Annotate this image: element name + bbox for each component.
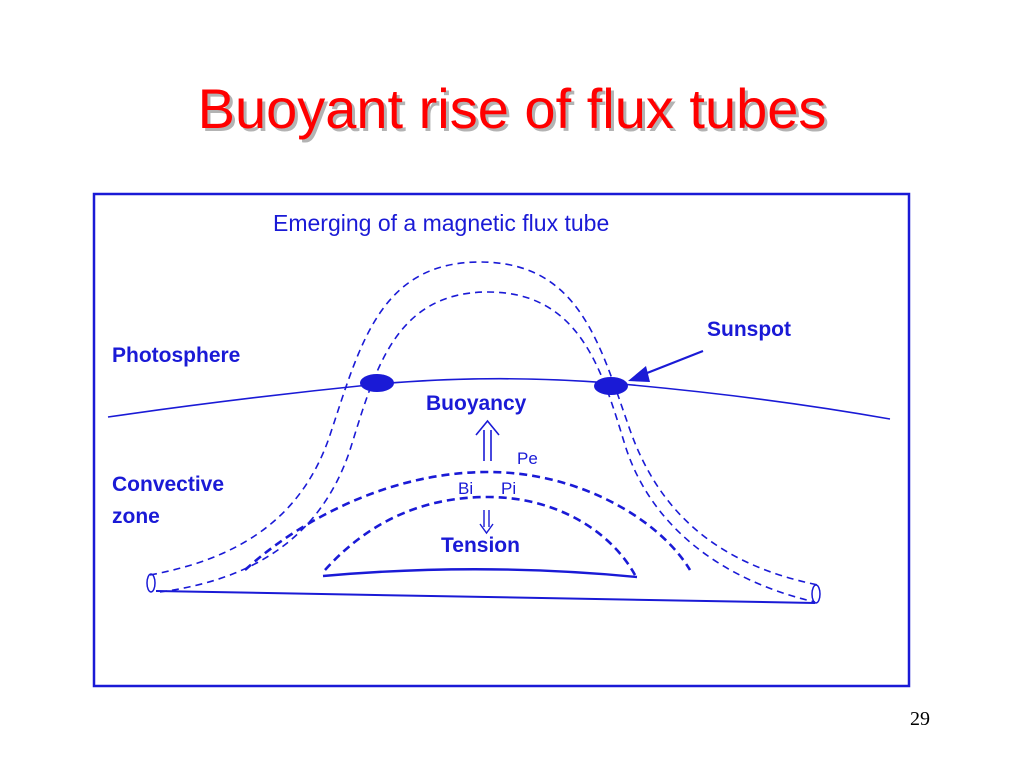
tension-arrow-icon — [479, 510, 494, 535]
diagram-frame — [92, 192, 911, 688]
sunspot-arrow-shaft — [641, 349, 704, 377]
page-number: 29 — [910, 708, 930, 730]
right-sunspot-spot — [594, 377, 628, 395]
inner-arch-base — [322, 568, 638, 579]
sunspot-label: Sunspot — [707, 318, 791, 341]
sunspot-arrow-head — [628, 366, 650, 382]
left-sunspot-spot — [360, 374, 394, 392]
photosphere-line — [107, 377, 891, 420]
tension-label: Tension — [441, 534, 520, 557]
pe-label: Pe — [517, 449, 538, 468]
bi-label: Bi — [458, 479, 473, 498]
photosphere-label: Photosphere — [112, 344, 240, 367]
convective-label-line1: Convective — [112, 473, 224, 496]
tube-right-end — [811, 584, 821, 604]
convective-label-line2: zone — [112, 505, 160, 528]
diagram-heading: Emerging of a magnetic flux tube — [273, 210, 609, 236]
inner-arch-lower — [324, 495, 637, 576]
slide-title: Buoyant rise of flux tubes — [197, 77, 827, 140]
tube-left-end — [146, 573, 156, 593]
buoyancy-label: Buoyancy — [426, 392, 527, 415]
pi-label: Pi — [501, 479, 516, 498]
flux-tube-bottom-line — [155, 590, 816, 604]
inner-arch-upper — [244, 470, 692, 571]
flux-tube-outer-boundary — [149, 261, 819, 586]
buoyancy-arrow-icon — [475, 419, 500, 461]
